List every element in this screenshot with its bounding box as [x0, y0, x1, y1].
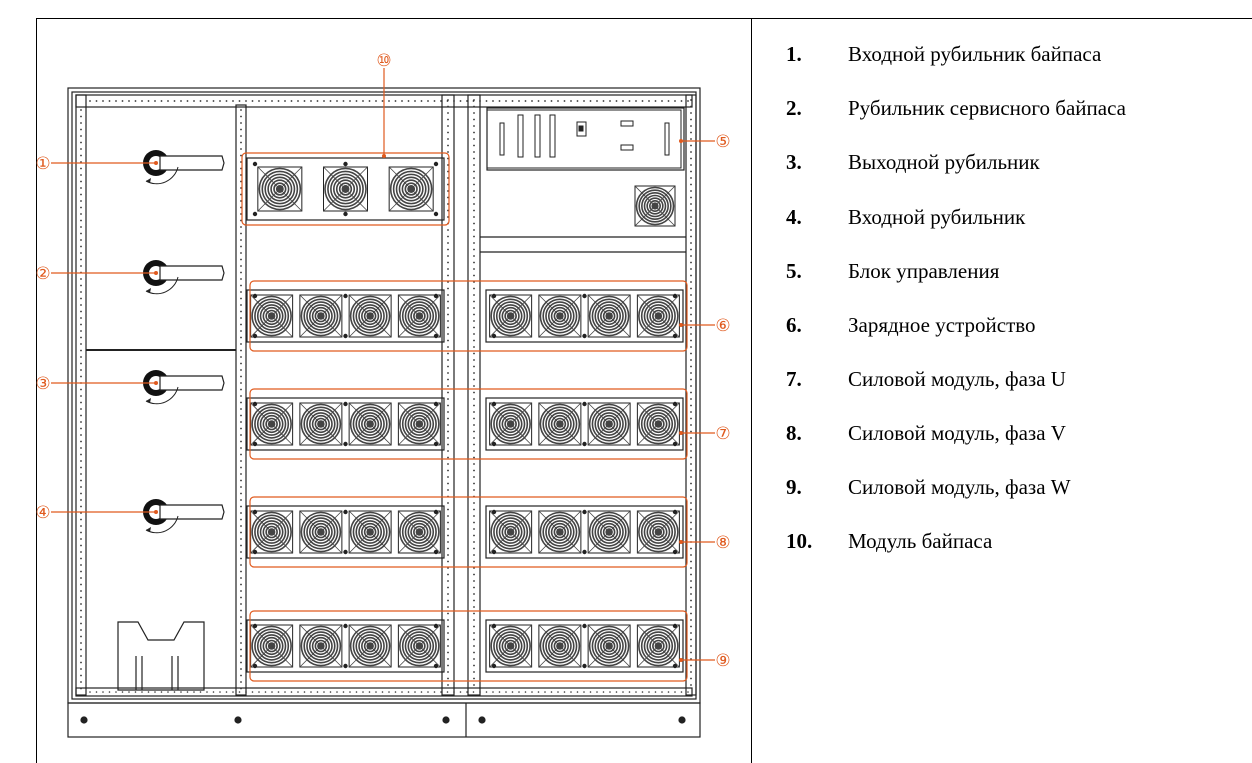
callout-label: ⑧: [715, 533, 730, 553]
callout-label: ②: [35, 264, 50, 284]
callout-2: ②: [35, 264, 158, 284]
legend-text: Силовой модуль, фаза W: [848, 474, 1071, 499]
legend-number: 4.: [786, 204, 802, 229]
callout-label: ⑦: [715, 424, 730, 444]
legend-item: 10. Модуль байпаса: [786, 525, 992, 557]
legend-item: 8. Силовой модуль, фаза V: [786, 417, 1066, 449]
legend-text: Зарядное устройство: [848, 312, 1036, 337]
legend-text: Выходной рубильник: [848, 149, 1040, 174]
legend-item: 4. Входной рубильник: [786, 201, 1025, 233]
legend-text: Блок управления: [848, 258, 1000, 283]
rotary-switch: [143, 260, 225, 295]
legend-item: 3. Выходной рубильник: [786, 146, 1040, 178]
rotary-switch: [143, 370, 225, 405]
callout-label: ⑨: [715, 651, 730, 671]
legend-item: 9. Силовой модуль, фаза W: [786, 471, 1071, 503]
module-highlight-frame: [249, 496, 688, 568]
legend-number: 7.: [786, 366, 802, 391]
module-highlight-frame: [249, 388, 688, 460]
legend-number: 5.: [786, 258, 802, 283]
callout-markers: ① ② ③ ④ ⑤ ⑥ ⑦ ⑧ ⑨ ⑩: [35, 51, 731, 682]
legend-number: 3.: [786, 149, 802, 174]
legend-number: 6.: [786, 312, 802, 337]
legend-number: 2.: [786, 95, 802, 120]
callout-label: ③: [35, 374, 50, 394]
rail-perforations: [80, 99, 692, 693]
legend-text: Силовой модуль, фаза V: [848, 420, 1066, 445]
legend-item: 5. Блок управления: [786, 255, 999, 287]
callout-10: ⑩: [376, 51, 392, 158]
module-highlight-frame: [241, 152, 450, 226]
legend-text: Входной рубильник байпаса: [848, 41, 1102, 66]
legend-item: 7. Силовой модуль, фаза U: [786, 363, 1066, 395]
legend-item: 1. Входной рубильник байпаса: [786, 38, 1101, 70]
fan-modules: [246, 157, 684, 673]
callout-4: ④: [35, 503, 158, 523]
table-top-border: [36, 18, 1252, 19]
rotary-switch: [143, 150, 225, 185]
rotary-switch: [143, 499, 225, 534]
callout-label: ⑩: [376, 51, 391, 71]
rotary-switches: [143, 150, 225, 534]
callout-label: ⑤: [715, 132, 730, 152]
module-highlight-frame: [249, 280, 688, 352]
callout-label: ①: [35, 154, 50, 174]
callout-5: ⑤: [679, 132, 731, 152]
legend-number: 9.: [786, 474, 802, 499]
table-left-border: [36, 18, 37, 763]
legend-text: Модуль байпаса: [848, 528, 993, 553]
module-highlight-frame: [249, 610, 688, 682]
legend-text: Входной рубильник: [848, 204, 1026, 229]
callout-1: ①: [35, 154, 158, 174]
legend-item: 6. Зарядное устройство: [786, 309, 1036, 341]
cable-bracket: [117, 621, 205, 691]
control-unit-details: [499, 114, 670, 158]
ups-cabinet-diagram: ① ② ③ ④ ⑤ ⑥ ⑦ ⑧ ⑨ ⑩: [35, 51, 731, 738]
legend-text: Рубильник сервисного байпаса: [848, 95, 1126, 120]
legend-number: 8.: [786, 420, 802, 445]
callout-label: ④: [35, 503, 50, 523]
cabinet-base: [67, 702, 701, 738]
legend-number: 1.: [786, 41, 802, 66]
legend-item: 2. Рубильник сервисного байпаса: [786, 92, 1126, 124]
legend-text: Силовой модуль, фаза U: [848, 366, 1066, 391]
callout-label: ⑥: [715, 316, 730, 336]
table-divider: [751, 18, 752, 763]
legend-number: 10.: [786, 528, 813, 553]
callout-3: ③: [35, 374, 158, 394]
